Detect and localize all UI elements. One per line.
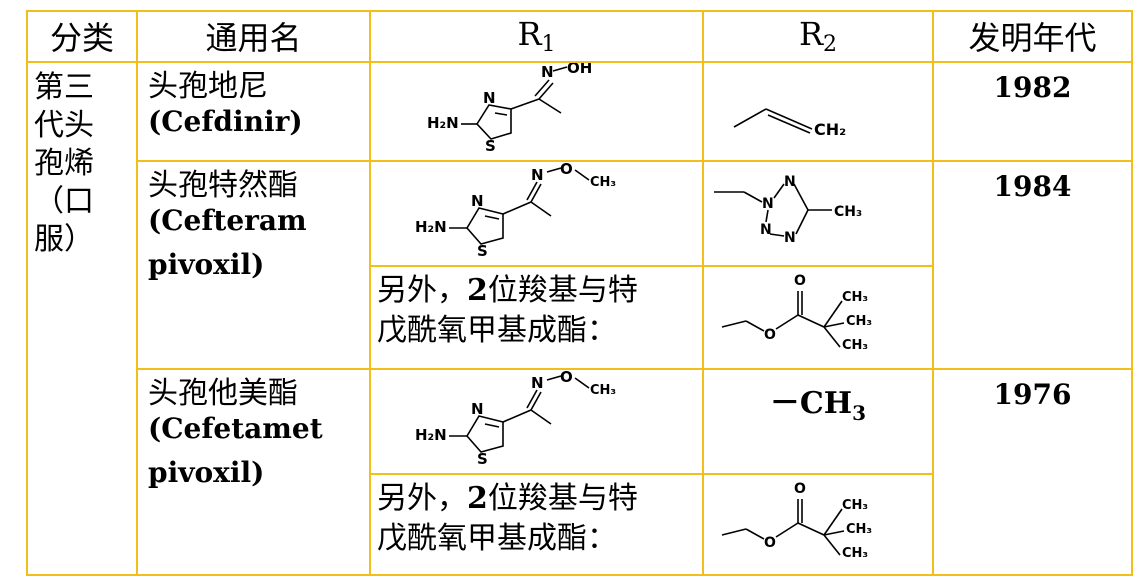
header-r2: R2 <box>702 10 934 63</box>
ester-note-cefetamet: 另外，2位羧基与特 戊酰氧甲基成酯： <box>369 472 704 577</box>
svg-text:CH₃: CH₃ <box>590 175 616 190</box>
svg-text:O: O <box>794 273 806 289</box>
svg-text:N: N <box>483 89 496 107</box>
svg-text:O: O <box>560 162 573 178</box>
svg-text:O: O <box>794 481 806 497</box>
year-cefetamet: 1976 <box>932 368 1133 576</box>
r2-structure-tetrazole: N N N N CH₃ <box>702 160 934 267</box>
header-year: 发明年代 <box>932 10 1133 63</box>
svg-text:CH₃: CH₃ <box>834 204 862 220</box>
svg-text:S: S <box>477 242 488 257</box>
aminothiazole-methoxyimino-structure: H₂N N S N O CH₃ <box>415 370 616 468</box>
svg-text:OH: OH <box>567 63 592 77</box>
vinyl-structure: CH₂ <box>733 107 846 139</box>
year-cefdinir: 1982 <box>932 60 1133 163</box>
svg-text:H₂N: H₂N <box>415 218 447 236</box>
svg-text:N: N <box>541 63 554 81</box>
svg-text:O: O <box>764 327 776 343</box>
r2-methyl: －CH3 <box>702 368 934 475</box>
header-r1: R1 <box>369 10 704 63</box>
category-line: 代头 <box>34 107 94 143</box>
svg-text:CH₃: CH₃ <box>842 498 868 513</box>
drug-name-cefetamet: 头孢他美酯 (Cefetamet pivoxil) <box>136 368 371 576</box>
header-category: 分类 <box>26 10 138 63</box>
svg-text:O: O <box>560 370 573 386</box>
header-generic-name: 通用名 <box>136 10 371 63</box>
svg-text:S: S <box>477 450 488 465</box>
pivaloyloxymethyl-structure-cefetamet: O O CH₃ CH₃ CH₃ <box>702 472 934 577</box>
aminothiazole-methoxyimino-structure: H₂N N S N O CH₃ <box>415 162 616 260</box>
drug-name-cefdinir: 头孢地尼 (Cefdinir) <box>136 60 371 163</box>
r2-structure-vinyl: CH₂ <box>702 60 934 163</box>
pivaloyloxymethyl-structure: O O CH₃ CH₃ CH₃ <box>721 273 872 353</box>
svg-text:CH₃: CH₃ <box>842 338 868 353</box>
svg-text:CH₃: CH₃ <box>846 314 872 329</box>
ester-note-cefteram: 另外，2位羧基与特 戊酰氧甲基成酯： <box>369 264 704 371</box>
svg-text:N: N <box>471 400 484 418</box>
r1-structure-cefetamet: H₂N N S N O CH₃ <box>369 368 704 475</box>
r1-structure-cefdinir: H₂N N S N OH <box>369 60 704 163</box>
svg-text:CH₃: CH₃ <box>842 290 868 305</box>
category-line: 第三 <box>34 69 94 105</box>
svg-text:N: N <box>531 166 544 184</box>
svg-text:N: N <box>784 230 796 246</box>
category-cell: 第三 代头 孢烯 （口 服） <box>26 60 138 577</box>
svg-text:CH₃: CH₃ <box>846 522 872 537</box>
svg-text:S: S <box>485 137 496 153</box>
svg-text:H₂N: H₂N <box>415 426 447 444</box>
svg-text:CH₂: CH₂ <box>814 120 846 139</box>
svg-text:H₂N: H₂N <box>427 114 459 132</box>
year-cefteram: 1984 <box>932 160 1133 371</box>
svg-text:N: N <box>531 374 544 392</box>
category-line: （口 <box>34 183 94 219</box>
pivaloyloxymethyl-structure-cefteram: O O CH₃ CH₃ CH₃ <box>702 264 934 371</box>
category-line: 孢烯 <box>34 145 94 181</box>
pivaloyloxymethyl-structure: O O CH₃ CH₃ CH₃ <box>721 481 872 561</box>
svg-text:N: N <box>784 174 796 190</box>
svg-text:N: N <box>762 196 774 212</box>
svg-text:O: O <box>764 535 776 551</box>
category-line: 服） <box>34 221 94 257</box>
svg-text:N: N <box>471 192 484 210</box>
methyltetrazole-structure: N N N N CH₃ <box>714 174 862 246</box>
svg-text:N: N <box>760 222 772 238</box>
drug-name-cefteram: 头孢特然酯 (Cefteram pivoxil) <box>136 160 371 371</box>
svg-text:CH₃: CH₃ <box>590 383 616 398</box>
aminothiazole-oxime-structure: H₂N N S N OH <box>427 63 592 155</box>
svg-text:CH₃: CH₃ <box>842 546 868 561</box>
cephalosporin-table: 分类 通用名 R1 R2 发明年代 第三 代头 孢烯 （口 服） 头孢地尼 (C… <box>26 10 1133 577</box>
r1-structure-cefteram: H₂N N S N O CH₃ <box>369 160 704 267</box>
